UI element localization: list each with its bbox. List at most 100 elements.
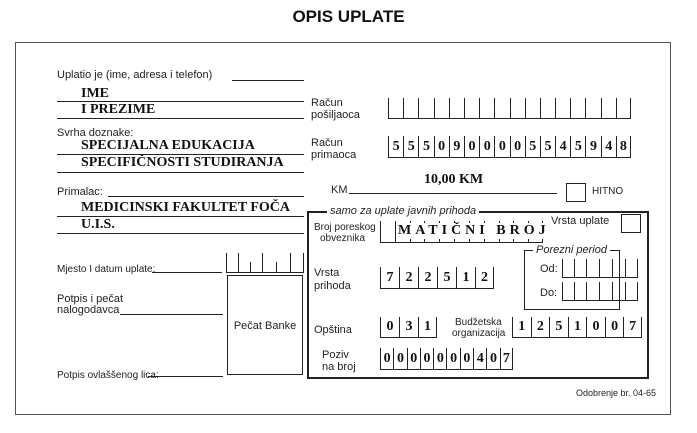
vrsta-prihoda-cell[interactable]: 1 [456, 267, 475, 288]
poziv-cell[interactable]: 0 [419, 348, 433, 369]
opstina-cell[interactable]: 0 [380, 317, 399, 337]
budzetska-cell[interactable]: 1 [512, 317, 531, 337]
racun-primaoca-digit: 0 [514, 138, 522, 154]
racun-primaoca-digit: 5 [529, 138, 537, 154]
racun-primaoca-cell[interactable]: 5 [388, 136, 403, 157]
opstina-cell[interactable]: 1 [418, 317, 437, 337]
racun-primaoca-cell[interactable]: 0 [509, 136, 525, 157]
mjesto-line[interactable] [152, 272, 222, 273]
racun-primaoca-digit: 4 [559, 138, 567, 154]
od-date-boxes[interactable] [562, 259, 638, 278]
uplatio-value-2[interactable]: I PREZIME [81, 102, 156, 117]
racun-posiljaoca-cell[interactable] [524, 98, 540, 118]
racun-posiljaoca-cell[interactable] [600, 98, 616, 118]
uplatio-value-1[interactable]: IME [81, 86, 109, 101]
racun-primaoca-cell[interactable]: 9 [585, 136, 600, 157]
budzetska-cell[interactable]: 0 [604, 317, 624, 337]
racun-primaoca-cell[interactable]: 5 [570, 136, 585, 157]
racun-posiljaoca-cell[interactable] [479, 98, 494, 118]
primalac-value-2[interactable]: U.I.S. [81, 217, 115, 232]
racun-posiljaoca-cell[interactable] [539, 98, 555, 118]
racun-primaoca-cell[interactable]: 4 [555, 136, 570, 157]
racun-posiljaoca-cell[interactable] [388, 98, 403, 118]
vrsta-prihoda-cell[interactable]: 7 [380, 267, 399, 288]
poziv-digit: 0 [490, 350, 498, 366]
poziv-cell[interactable]: 0 [433, 348, 446, 369]
broj-poreskog-cell[interactable] [380, 221, 395, 242]
poziv-cell[interactable]: 0 [486, 348, 499, 369]
racun-posiljaoca-cell[interactable] [403, 98, 418, 118]
poziv-cell[interactable]: 0 [446, 348, 459, 369]
mjesto-date-boxes[interactable] [226, 253, 304, 273]
racun-primaoca-cell[interactable]: 5 [524, 136, 540, 157]
racun-posiljaoca-cell[interactable] [448, 98, 464, 118]
racun-posiljaoca-cell[interactable] [509, 98, 525, 118]
vrsta-prihoda-digit: 5 [443, 269, 451, 285]
racun-primaoca-cell[interactable]: 5 [403, 136, 418, 157]
racun-primaoca-cell[interactable]: 0 [479, 136, 494, 157]
vrsta-uplate-checkbox[interactable] [621, 214, 641, 233]
budzetska-cell[interactable]: 2 [530, 317, 550, 337]
racun-posiljaoca-boxes[interactable] [388, 98, 631, 119]
racun-posiljaoca-cell[interactable] [570, 98, 585, 118]
racun-primaoca-cell[interactable]: 5 [539, 136, 555, 157]
opstina-digit: 1 [424, 319, 431, 334]
budzetska-label-2: organizacija [452, 328, 506, 339]
budzetska-cell[interactable]: 1 [567, 317, 587, 337]
racun-primaoca-cell[interactable]: 0 [494, 136, 509, 157]
racun-posiljaoca-cell[interactable] [433, 98, 449, 118]
poziv-cell[interactable]: 7 [499, 348, 513, 369]
racun-primaoca-cell[interactable]: 8 [615, 136, 631, 157]
pecat-banke-label: Pečat Banke [233, 320, 297, 332]
poziv-label-1: Poziv [322, 349, 349, 361]
racun-posiljaoca-cell[interactable] [494, 98, 509, 118]
budzetska-digit: 0 [592, 319, 600, 334]
racun-primaoca-cell[interactable]: 4 [600, 136, 616, 157]
racun-primaoca-digit: 5 [574, 138, 582, 154]
poziv-cell[interactable]: 0 [406, 348, 420, 369]
budzetska-cell[interactable]: 5 [549, 317, 568, 337]
vrsta-prihoda-cell[interactable]: 2 [475, 267, 494, 288]
racun-primaoca-label-1: Račun [311, 137, 343, 149]
broj-poreskog-cell[interactable] [394, 221, 410, 242]
poziv-cell[interactable]: 0 [459, 348, 473, 369]
racun-primaoca-cell[interactable]: 9 [448, 136, 464, 157]
potpis-ovlastenog-line[interactable] [148, 376, 223, 377]
racun-primaoca-cell[interactable]: 0 [463, 136, 479, 157]
poziv-digit: 4 [476, 350, 484, 366]
vrsta-prihoda-label-1: Vrsta [314, 267, 340, 279]
racun-posiljaoca-cell[interactable] [418, 98, 433, 118]
primalac-value-1[interactable]: MEDICINSKI FAKULTET FOČA [81, 200, 291, 215]
hitno-checkbox[interactable] [566, 183, 586, 202]
poziv-cell[interactable]: 0 [380, 348, 393, 369]
budzetska-cell[interactable]: 0 [586, 317, 605, 337]
racun-posiljaoca-cell[interactable] [463, 98, 479, 118]
vrsta-prihoda-cell[interactable]: 2 [418, 267, 437, 288]
opstina-cell[interactable]: 3 [399, 317, 418, 337]
budzetska-cell[interactable]: 7 [623, 317, 642, 337]
svrha-value-2[interactable]: SPECIFIČNOSTI STUDIRANJA [81, 155, 284, 170]
racun-primaoca-label-2: primaoca [311, 149, 357, 161]
poziv-cell[interactable]: 0 [393, 348, 406, 369]
km-value[interactable]: 10,00 KM [424, 172, 484, 187]
poziv-label-2: na broj [322, 361, 356, 373]
racun-posiljaoca-cell[interactable] [555, 98, 570, 118]
vrsta-prihoda-cell[interactable]: 2 [399, 267, 418, 288]
poziv-cell[interactable]: 4 [473, 348, 486, 369]
svrha-value-1[interactable]: SPECIJALNA EDUKACIJA [81, 138, 255, 153]
racun-primaoca-cell[interactable]: 0 [433, 136, 449, 157]
potpis-nalogodavca-line[interactable] [120, 314, 223, 315]
vrsta-prihoda-cell[interactable]: 5 [437, 267, 456, 288]
broj-poreskog-value[interactable]: MATIČNI BROJ [396, 223, 552, 239]
uplatio-line-2 [57, 118, 304, 119]
racun-posiljaoca-cell[interactable] [615, 98, 631, 118]
racun-primaoca-cell[interactable]: 5 [418, 136, 433, 157]
do-date-boxes[interactable] [562, 282, 638, 301]
potpis-nalogodavca-label: Potpis i pečat nalogodavca [57, 293, 124, 316]
racun-posiljaoca-cell[interactable] [585, 98, 600, 118]
